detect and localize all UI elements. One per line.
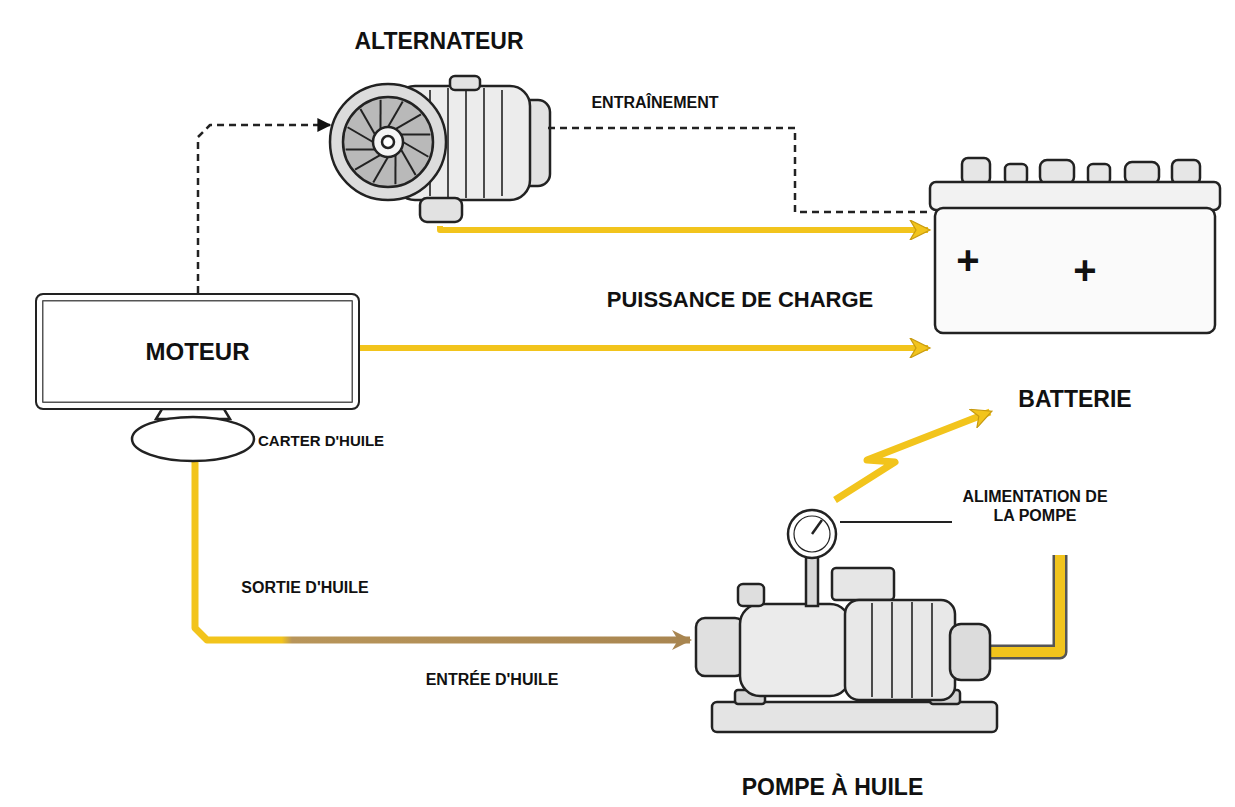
fan-blade: [388, 102, 403, 127]
battery-drawing: [930, 158, 1220, 333]
fan-blade: [373, 157, 388, 182]
fan-blade: [394, 155, 396, 184]
oil-pump: POMPE À HUILE: [690, 500, 975, 800]
feed-pipe: [985, 555, 1060, 652]
connector: [195, 462, 690, 640]
fan-blade: [396, 114, 421, 129]
pump-valve: [738, 584, 764, 606]
pump-block: [832, 568, 894, 600]
fan-blade: [401, 134, 430, 136]
connector-label: PUISSANCE DE CHARGE: [607, 287, 873, 313]
gauge-face: [794, 516, 830, 552]
alternator-fan: [343, 97, 433, 187]
fan-blade: [348, 127, 373, 142]
alternator: ALTERNATEUR: [330, 28, 548, 226]
battery-cap: [1125, 162, 1159, 184]
fan-blades: [346, 100, 431, 185]
node-label: MOTEUR: [146, 338, 250, 366]
alternator-foot: [420, 198, 462, 222]
fan-blade: [403, 142, 428, 157]
pump-inlet-flange: [696, 618, 744, 676]
connector-label: ENTRAÎNEMENT: [591, 93, 718, 112]
pump-end-cap: [950, 624, 990, 680]
gauge-stem: [806, 556, 818, 606]
pump-drawing: [696, 510, 997, 732]
gauge-needle: [812, 520, 822, 534]
fan-blade: [360, 109, 375, 134]
oil-pan-ellipse: [132, 417, 254, 461]
plus-sign: +: [1073, 246, 1096, 294]
fan-blade: [380, 100, 382, 129]
node-label: CARTER D'HUILE: [258, 432, 384, 449]
fan-blade: [355, 155, 380, 170]
fan-blade: [346, 148, 375, 150]
engine-box: MOTEUR: [35, 293, 360, 410]
connector: [548, 128, 928, 212]
motor-ribs: [872, 602, 932, 698]
fan-blade: [401, 150, 416, 175]
callout-label: ALIMENTATION DE LA POMPE: [960, 487, 1110, 525]
connector: [360, 345, 928, 351]
node-label: POMPE À HUILE: [742, 774, 923, 800]
alternator-drawing: [330, 76, 550, 222]
node-label: ALTERNATEUR: [354, 28, 523, 54]
battery-cap: [1040, 160, 1074, 184]
pump-motor: [845, 600, 955, 700]
feed-pipe-outline: [985, 555, 1060, 652]
connector: [835, 412, 990, 500]
battery-case: [935, 208, 1215, 333]
alternator-shaft: [382, 136, 394, 148]
pressure-gauge: [788, 510, 836, 558]
connector: [440, 226, 928, 230]
plus-sign: +: [956, 236, 979, 284]
leader-line: [840, 521, 952, 523]
oil-pan-shape: [130, 409, 256, 463]
battery-lid: [930, 182, 1220, 210]
oil-pan: CARTER D'HUILE: [130, 415, 435, 462]
battery-terminal: [1172, 160, 1200, 184]
alternator-hub: [373, 127, 403, 157]
connector-label: ENTRÉE D'HUILE: [426, 670, 559, 689]
pump-base: [712, 702, 997, 732]
flow-label: SORTIE D'HUILE: [241, 578, 368, 597]
connector: [198, 125, 330, 293]
battery-terminal: [962, 158, 990, 184]
alternator-top-lug: [450, 76, 480, 90]
node-label: BATTERIE: [1018, 386, 1131, 412]
pump-housing: [740, 604, 850, 696]
alternator-front: [330, 84, 446, 200]
